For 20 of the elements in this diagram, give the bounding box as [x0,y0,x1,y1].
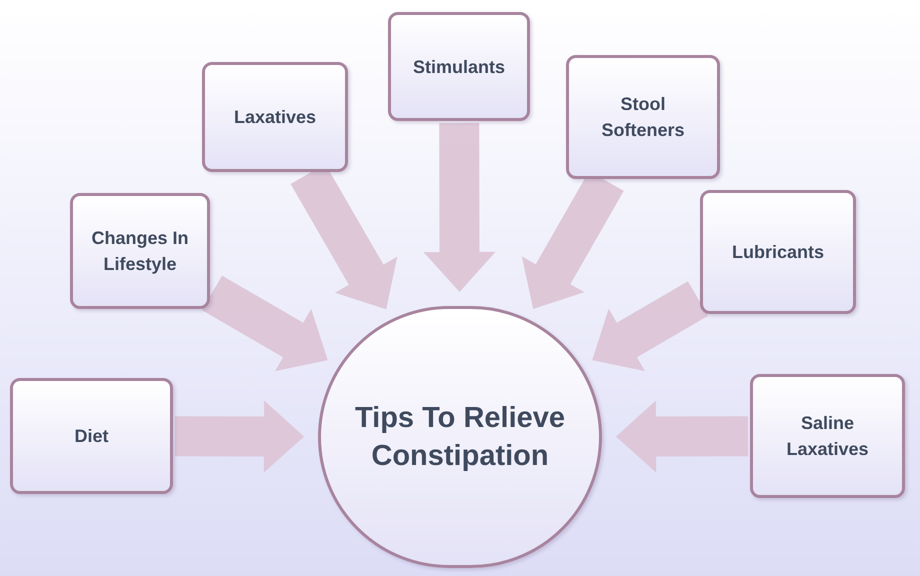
block-arrow [202,276,328,372]
node-label: Lubricants [732,241,824,264]
topic-box [202,62,348,172]
node-label: Stool Softeners [600,93,686,142]
node-label: Changes In Lifestyle [90,227,190,276]
block-arrow [616,400,748,472]
node-label: Saline Laxatives [785,412,870,461]
node-label: Diet [74,425,108,448]
topic-box [566,55,720,179]
node-label: Laxatives [234,106,316,129]
block-arrow [424,122,496,292]
topic-box [70,193,210,309]
block-arrow [174,400,304,472]
block-arrow [592,281,708,372]
topic-box [10,378,173,494]
topic-box [388,12,530,121]
topic-box [750,374,905,498]
node-label: Stimulants [412,56,505,78]
node-label: Tips To Relieve Constipation [354,401,566,474]
topic-box [700,190,856,314]
